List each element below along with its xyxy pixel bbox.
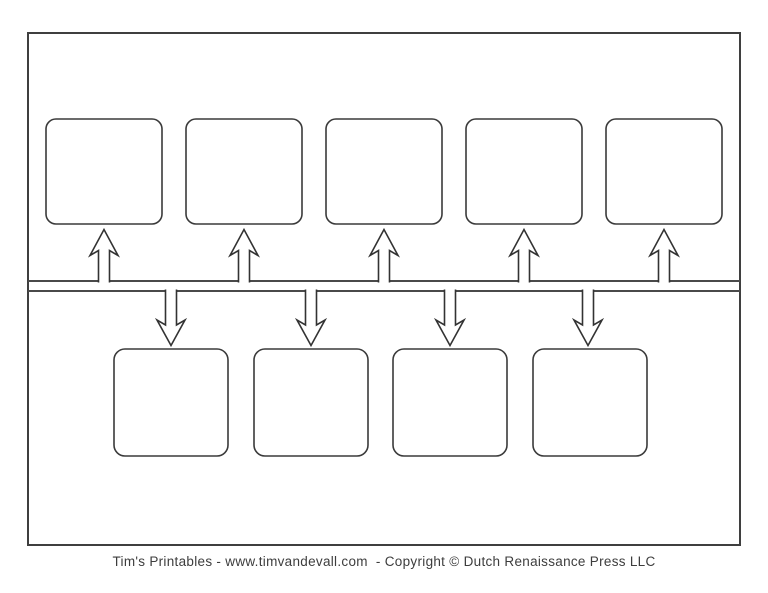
up-arrow-connector-2 xyxy=(227,227,261,283)
up-arrow-connector-5 xyxy=(647,227,681,283)
down-arrow-connector-3 xyxy=(433,289,467,348)
top-event-box-4 xyxy=(465,118,583,225)
bottom-event-box-3 xyxy=(392,348,508,457)
page-border xyxy=(27,32,741,546)
down-arrow-connector-4 xyxy=(571,289,605,348)
top-event-box-3 xyxy=(325,118,443,225)
down-arrow-connector-2 xyxy=(294,289,328,348)
bottom-event-box-2 xyxy=(253,348,369,457)
down-arrow-connector-1 xyxy=(154,289,188,348)
top-event-box-1 xyxy=(45,118,163,225)
up-arrow-connector-4 xyxy=(507,227,541,283)
up-arrow-connector-3 xyxy=(367,227,401,283)
bottom-event-box-1 xyxy=(113,348,229,457)
bottom-event-box-4 xyxy=(532,348,648,457)
footer-credit: Tim's Printables - www.timvandevall.com … xyxy=(112,554,656,569)
top-event-box-5 xyxy=(605,118,723,225)
top-event-box-2 xyxy=(185,118,303,225)
up-arrow-connector-1 xyxy=(87,227,121,283)
